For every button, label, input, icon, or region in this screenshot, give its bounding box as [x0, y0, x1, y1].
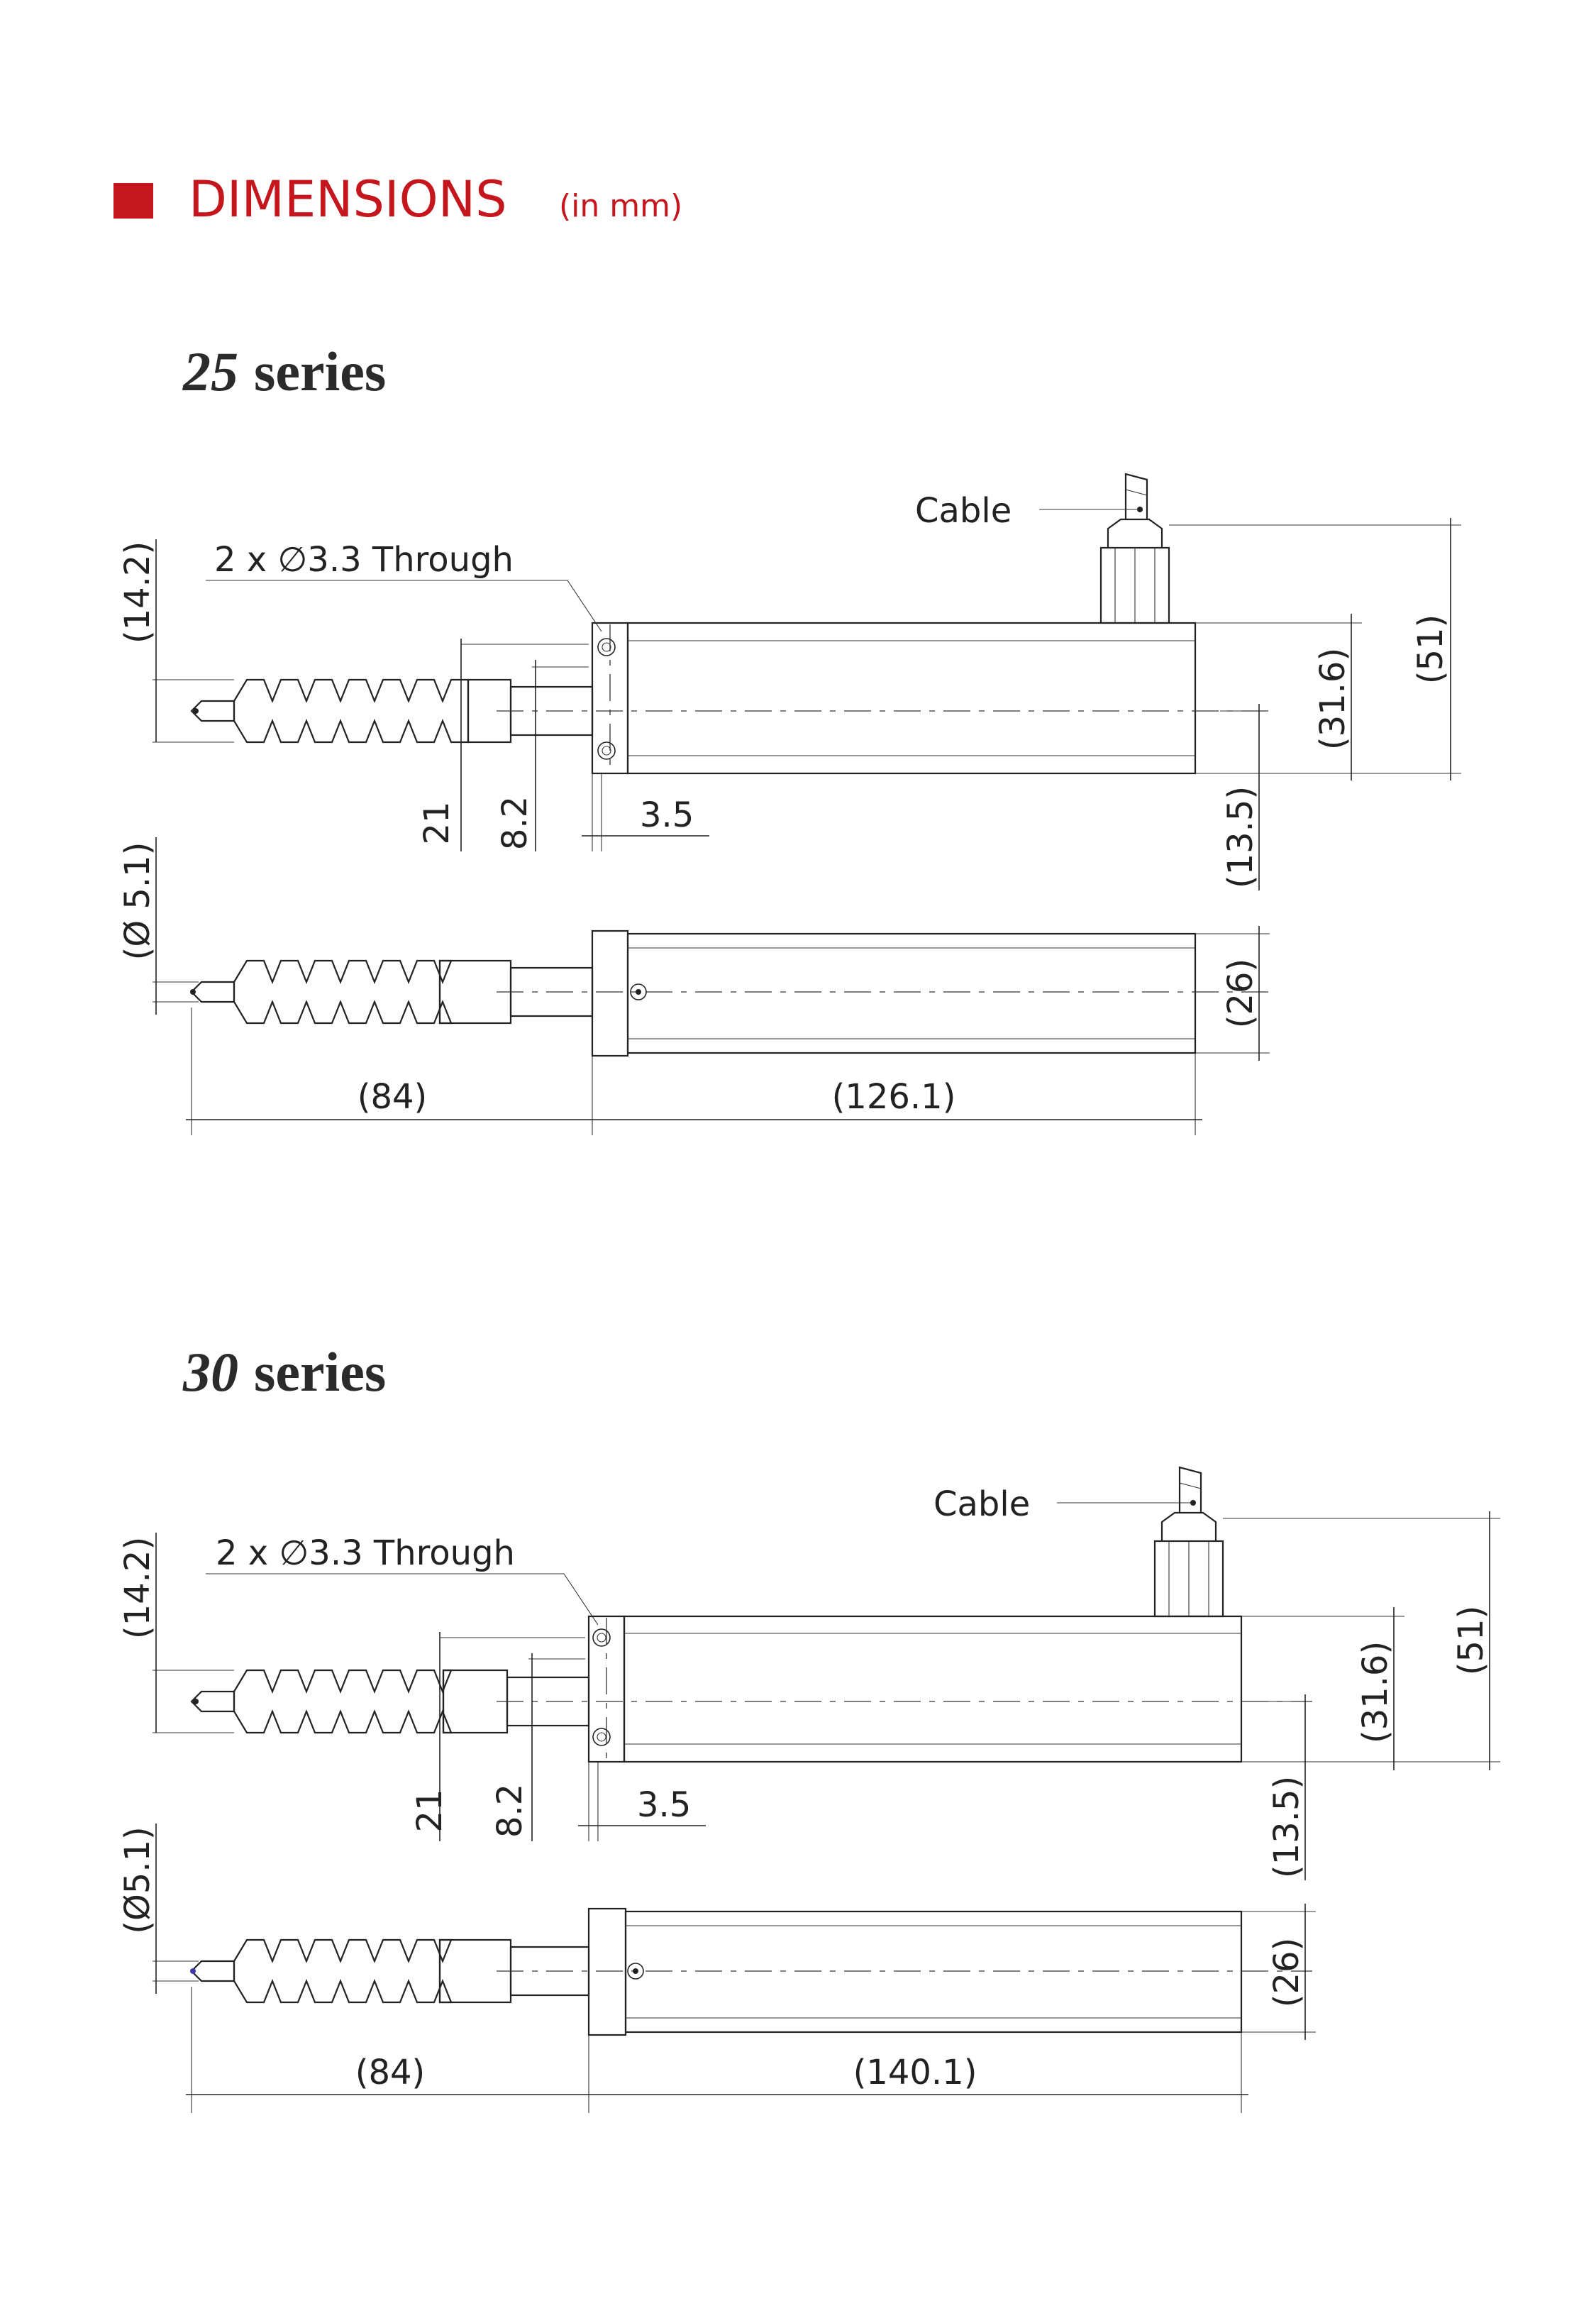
cable-gland	[1153, 1466, 1224, 1618]
dim-51: (51)	[1451, 1606, 1491, 1676]
holes-label: 2 x ∅3.3 Through	[214, 540, 514, 580]
dim-rod-height: (14.2)	[118, 1537, 157, 1639]
dim-rod-diameter: (Ø 5.1)	[118, 842, 157, 961]
dim-body-length: (126.1)	[832, 1077, 956, 1117]
bellows	[233, 959, 453, 1025]
series-title: 30 series	[182, 1341, 386, 1403]
dim-84: (84)	[355, 2053, 426, 2092]
mounting-hole-icon	[592, 1628, 611, 1647]
dim-21: 21	[410, 1789, 450, 1832]
dim-51: (51)	[1411, 614, 1451, 685]
dim-13-5: (13.5)	[1221, 786, 1260, 888]
cable-label: Cable	[933, 1484, 1030, 1524]
screw-icon	[630, 983, 647, 1000]
series-title: 25 series	[182, 341, 386, 402]
main-body	[624, 1910, 1243, 2034]
dim-13-5: (13.5)	[1267, 1776, 1307, 1878]
mounting-flange	[587, 1907, 627, 2036]
dim-8-2: 8.2	[495, 796, 535, 850]
probe-ball	[193, 708, 199, 714]
probe-tip	[190, 981, 235, 1003]
header-unit: (in mm)	[559, 188, 682, 224]
dim-8-2: 8.2	[490, 1784, 530, 1838]
dim-31-6: (31.6)	[1356, 1641, 1395, 1743]
top-view: Cable 2 x ∅3.3 Through (14.2) 21 8.2 3.5	[118, 473, 1461, 890]
dim-26: (26)	[1221, 959, 1260, 1029]
bellows	[233, 678, 470, 744]
dim-26: (26)	[1267, 1938, 1307, 2008]
dim-84: (84)	[358, 1077, 428, 1117]
main-body	[626, 932, 1197, 1054]
section-header: DIMENSIONS (in mm)	[113, 170, 682, 228]
bellows	[233, 1938, 453, 2004]
main-body	[623, 1615, 1243, 1763]
cable-label: Cable	[915, 491, 1012, 531]
cable-gland	[1099, 473, 1170, 624]
series-word: series	[254, 341, 386, 402]
dim-rod-diameter: (Ø5.1)	[118, 1826, 157, 1934]
diagram-25-series: 25 series	[118, 341, 1461, 1135]
mounting-hole-icon	[597, 638, 616, 656]
header-title: DIMENSIONS	[189, 170, 507, 228]
dim-31-6: (31.6)	[1313, 648, 1353, 750]
probe-tip	[190, 1960, 235, 1982]
header-square-icon	[113, 183, 153, 219]
main-body	[626, 622, 1197, 775]
dim-body-length: (140.1)	[853, 2053, 977, 2092]
dim-21: 21	[417, 801, 457, 844]
bellows	[233, 1669, 453, 1734]
mounting-hole-icon	[597, 741, 616, 760]
top-view: Cable 2 x ∅3.3 Through (14.2) 21 8.2 3.5	[118, 1466, 1500, 1880]
diagram-30-series: 30 series	[118, 1341, 1500, 2113]
dim-3-5: 3.5	[640, 795, 694, 835]
series-word: series	[254, 1341, 386, 1403]
mounting-hole-icon	[592, 1728, 611, 1746]
dim-rod-height: (14.2)	[118, 541, 157, 644]
side-view: (Ø 5.1) (26) (84) (126.1)	[118, 837, 1270, 1135]
mounting-flange	[591, 929, 629, 1057]
dim-3-5: 3.5	[637, 1785, 691, 1825]
side-view: (Ø5.1) (26) (84) (140.1)	[118, 1824, 1316, 2113]
series-number: 25	[182, 341, 238, 402]
series-number: 30	[182, 1341, 238, 1403]
screw-icon	[627, 1963, 644, 1980]
holes-label: 2 x ∅3.3 Through	[216, 1533, 515, 1573]
